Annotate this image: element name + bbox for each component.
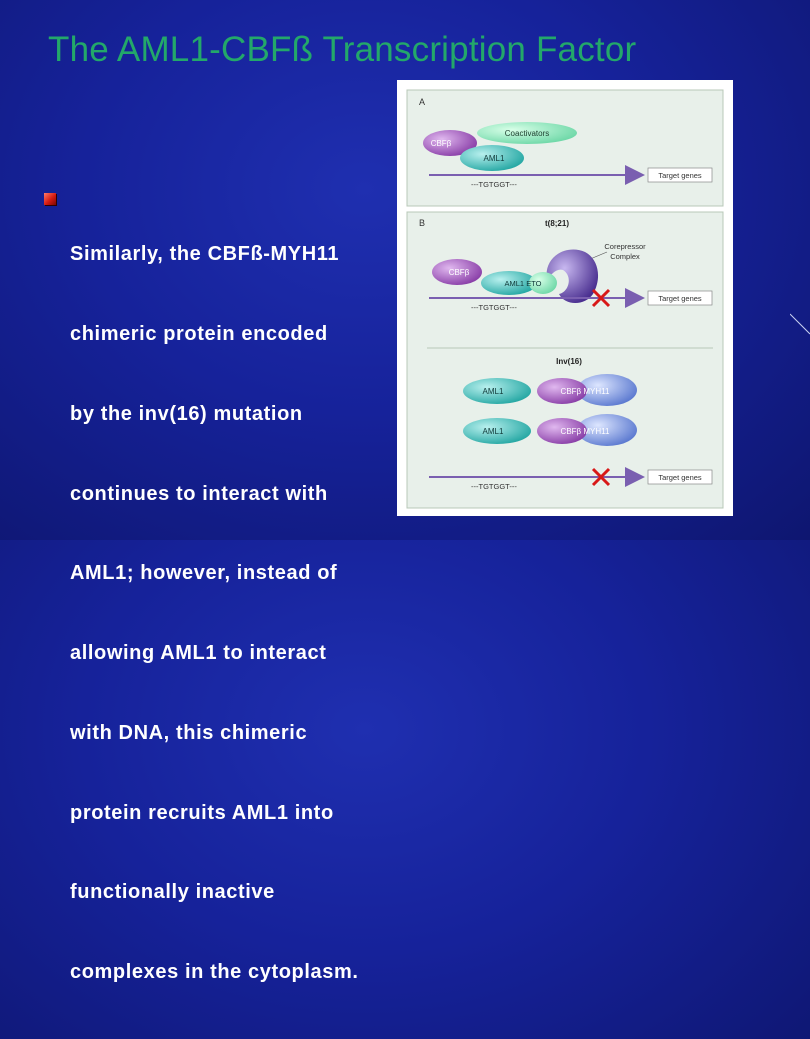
bullet-line: by the inv(16) mutation [70, 402, 303, 425]
aml1-protein-r1 [463, 378, 531, 404]
dna-sequence-b2: ---TGTGGT--- [471, 482, 517, 491]
aml1-protein-b [481, 271, 537, 295]
corepressor-label-2: Complex [610, 252, 640, 261]
coactivators-protein [477, 122, 577, 144]
bullet-line: chimeric protein encoded [70, 322, 328, 345]
aml1-label-r2: AML1 [483, 427, 504, 436]
myh11-protein-r1 [577, 374, 637, 406]
panel-b-label: B [419, 218, 425, 228]
coactivators-label: Coactivators [505, 129, 549, 138]
eto-protein [529, 272, 557, 294]
cbfb-protein-r2 [537, 418, 587, 444]
target-genes-box-b1 [647, 290, 713, 306]
bullet-line: with DNA, this chimeric [70, 721, 308, 744]
cbfb-protein [423, 130, 477, 156]
bullet-square-icon [44, 193, 56, 205]
aml1-protein [460, 145, 524, 171]
bullet-line: AML1; however, instead of [70, 562, 338, 585]
aml1-protein-r2 [463, 418, 531, 444]
inhibition-x-icon [591, 288, 611, 308]
slide-title: The AML1-CBFß Transcription Factor [48, 30, 637, 69]
cbfb-protein-r1 [537, 378, 587, 404]
panel-a-label: A [419, 97, 425, 107]
bullet-line: complexes in the cytoplasm. [70, 961, 359, 984]
bullet-line: allowing AML1 to interact [70, 642, 327, 665]
cbfb-label: CBFβ [431, 139, 452, 148]
decorative-line [790, 313, 810, 335]
aml1-label-r1: AML1 [483, 387, 504, 396]
bullet-line: Similarly, the CBFß-MYH11 [70, 243, 340, 266]
translocation-label: t(8;21) [545, 219, 569, 228]
corepressor-label-1: Corepressor [604, 242, 646, 251]
cbfb-label-b: CBFβ [449, 268, 470, 277]
bullet-line: functionally inactive [70, 881, 275, 904]
bullet-line: protein recruits AML1 into [70, 801, 334, 824]
target-genes-box-b2 [647, 469, 713, 485]
inhibition-x-icon-2 [591, 467, 611, 487]
aml1-label: AML1 [484, 154, 505, 163]
bullet-point: Similarly, the CBFß-MYH11 chimeric prote… [44, 188, 394, 1039]
myh11-protein-r2 [577, 414, 637, 446]
inversion-label: Inv(16) [556, 357, 582, 366]
fusion-label-r1: CBFβ MYH11 [561, 387, 610, 396]
fusion-label-r2: CBFβ MYH11 [561, 427, 610, 436]
target-genes-label-b1: Target genes [658, 294, 702, 303]
bullet-line: continues to interact with [70, 482, 328, 505]
cbfb-protein-b [432, 259, 482, 285]
target-genes-label: Target genes [658, 171, 702, 180]
target-genes-box [647, 167, 713, 183]
dna-sequence: ---TGTGGT--- [471, 180, 517, 189]
aml1-cbfb-diagram: A Coactivators CBFβ AML1 ---TGTGGT--- Ta… [397, 80, 733, 516]
target-genes-label-b2: Target genes [658, 473, 702, 482]
corepressor-complex [546, 249, 599, 303]
aml1-eto-label: AML1 ETO [505, 279, 542, 288]
dna-sequence-b1: ---TGTGGT--- [471, 303, 517, 312]
bullet-text: Similarly, the CBFß-MYH11 chimeric prote… [70, 188, 394, 1039]
